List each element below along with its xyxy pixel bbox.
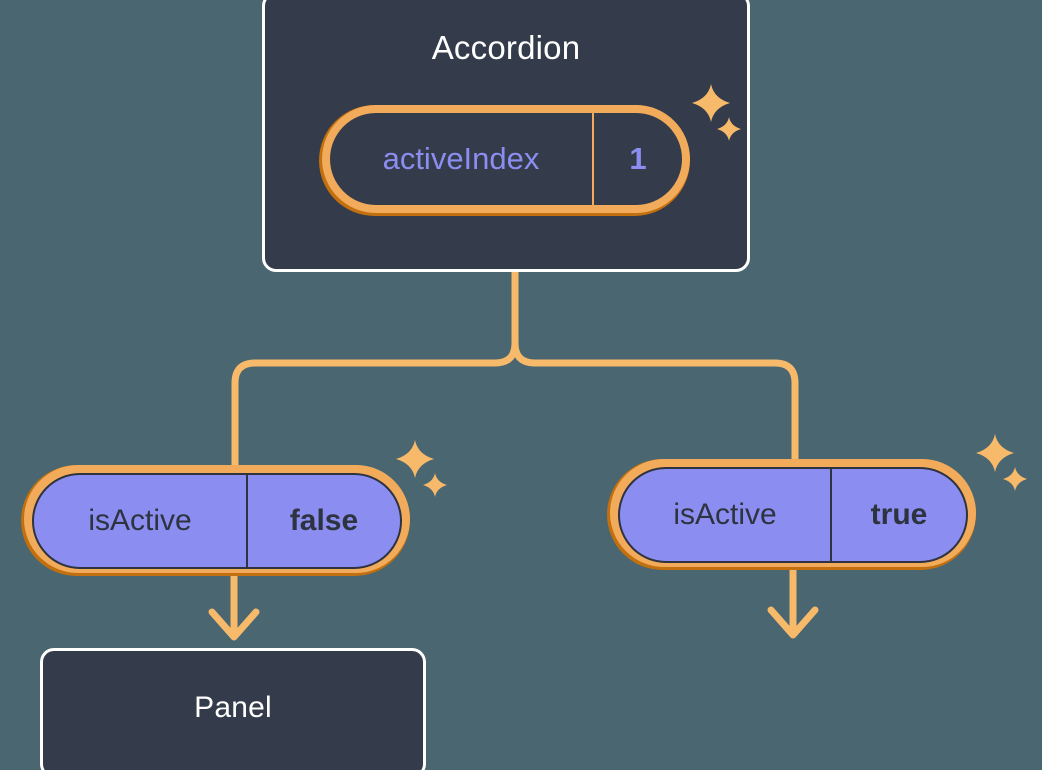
state-pill-isactive-right[interactable]: isActive true bbox=[607, 459, 976, 570]
state-value-label: false bbox=[246, 475, 400, 567]
state-value-label: true bbox=[830, 469, 966, 561]
edge-to-left-child bbox=[231, 359, 499, 474]
state-value-label: 1 bbox=[592, 113, 682, 205]
panel-title: Panel bbox=[194, 691, 272, 724]
edge-to-right-child bbox=[531, 359, 799, 470]
state-pill-isactive-left[interactable]: isActive false bbox=[21, 465, 410, 576]
state-pill-body: isActive false bbox=[32, 473, 402, 569]
sparkle-icon-small bbox=[1003, 467, 1027, 491]
state-pill-body: isActive true bbox=[618, 467, 968, 563]
edge-root-stem-right bbox=[511, 339, 539, 367]
sparkle-icon bbox=[396, 440, 434, 478]
state-pill-activeindex[interactable]: activeIndex 1 bbox=[319, 105, 690, 216]
state-key-label: isActive bbox=[673, 498, 777, 531]
sparkle-icon-small bbox=[423, 473, 447, 497]
state-pill-body: activeIndex 1 bbox=[330, 113, 682, 205]
state-key-label: isActive bbox=[88, 504, 192, 537]
state-key-label: activeIndex bbox=[382, 141, 540, 176]
arrow-head-left bbox=[208, 608, 260, 641]
arrow-head-right bbox=[767, 606, 819, 639]
sparkle-icon bbox=[976, 434, 1014, 472]
edge-root-stem bbox=[491, 268, 519, 367]
panel-node-left[interactable]: Panel bbox=[40, 648, 426, 770]
accordion-title: Accordion bbox=[431, 29, 581, 66]
